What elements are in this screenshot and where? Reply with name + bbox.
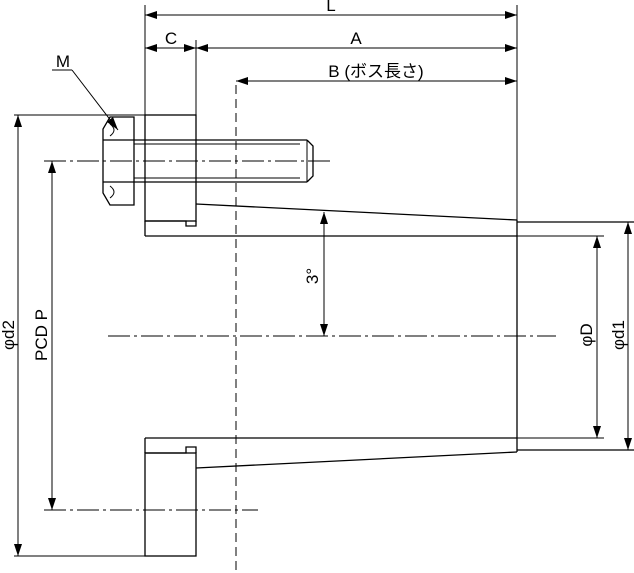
dimension-A: [196, 44, 517, 52]
leader-M: [52, 69, 119, 131]
label-C: C: [165, 29, 177, 48]
label-B: B (ボス長さ): [328, 62, 423, 81]
label-d2: φd2: [0, 320, 18, 350]
label-pcd: PCD P: [32, 309, 51, 361]
label-angle: 3°: [303, 268, 322, 284]
label-A: A: [350, 29, 362, 48]
dimension-D: [593, 236, 601, 438]
dimension-L: [145, 11, 517, 19]
dimension-B: [236, 77, 517, 85]
extension-lines: [14, 5, 518, 557]
dimension-d2: [14, 115, 22, 556]
center-lines: [44, 85, 556, 573]
label-D: φD: [577, 323, 596, 346]
label-M: M: [56, 52, 70, 71]
hex-bolt: [102, 116, 314, 206]
flange-body: [144, 114, 517, 557]
dimension-C: [145, 44, 196, 52]
label-d1: φd1: [609, 320, 628, 350]
dimension-angle: [320, 212, 328, 336]
dimension-d1: [624, 222, 632, 450]
dimension-pcd: [48, 161, 56, 510]
label-L: L: [326, 0, 335, 15]
